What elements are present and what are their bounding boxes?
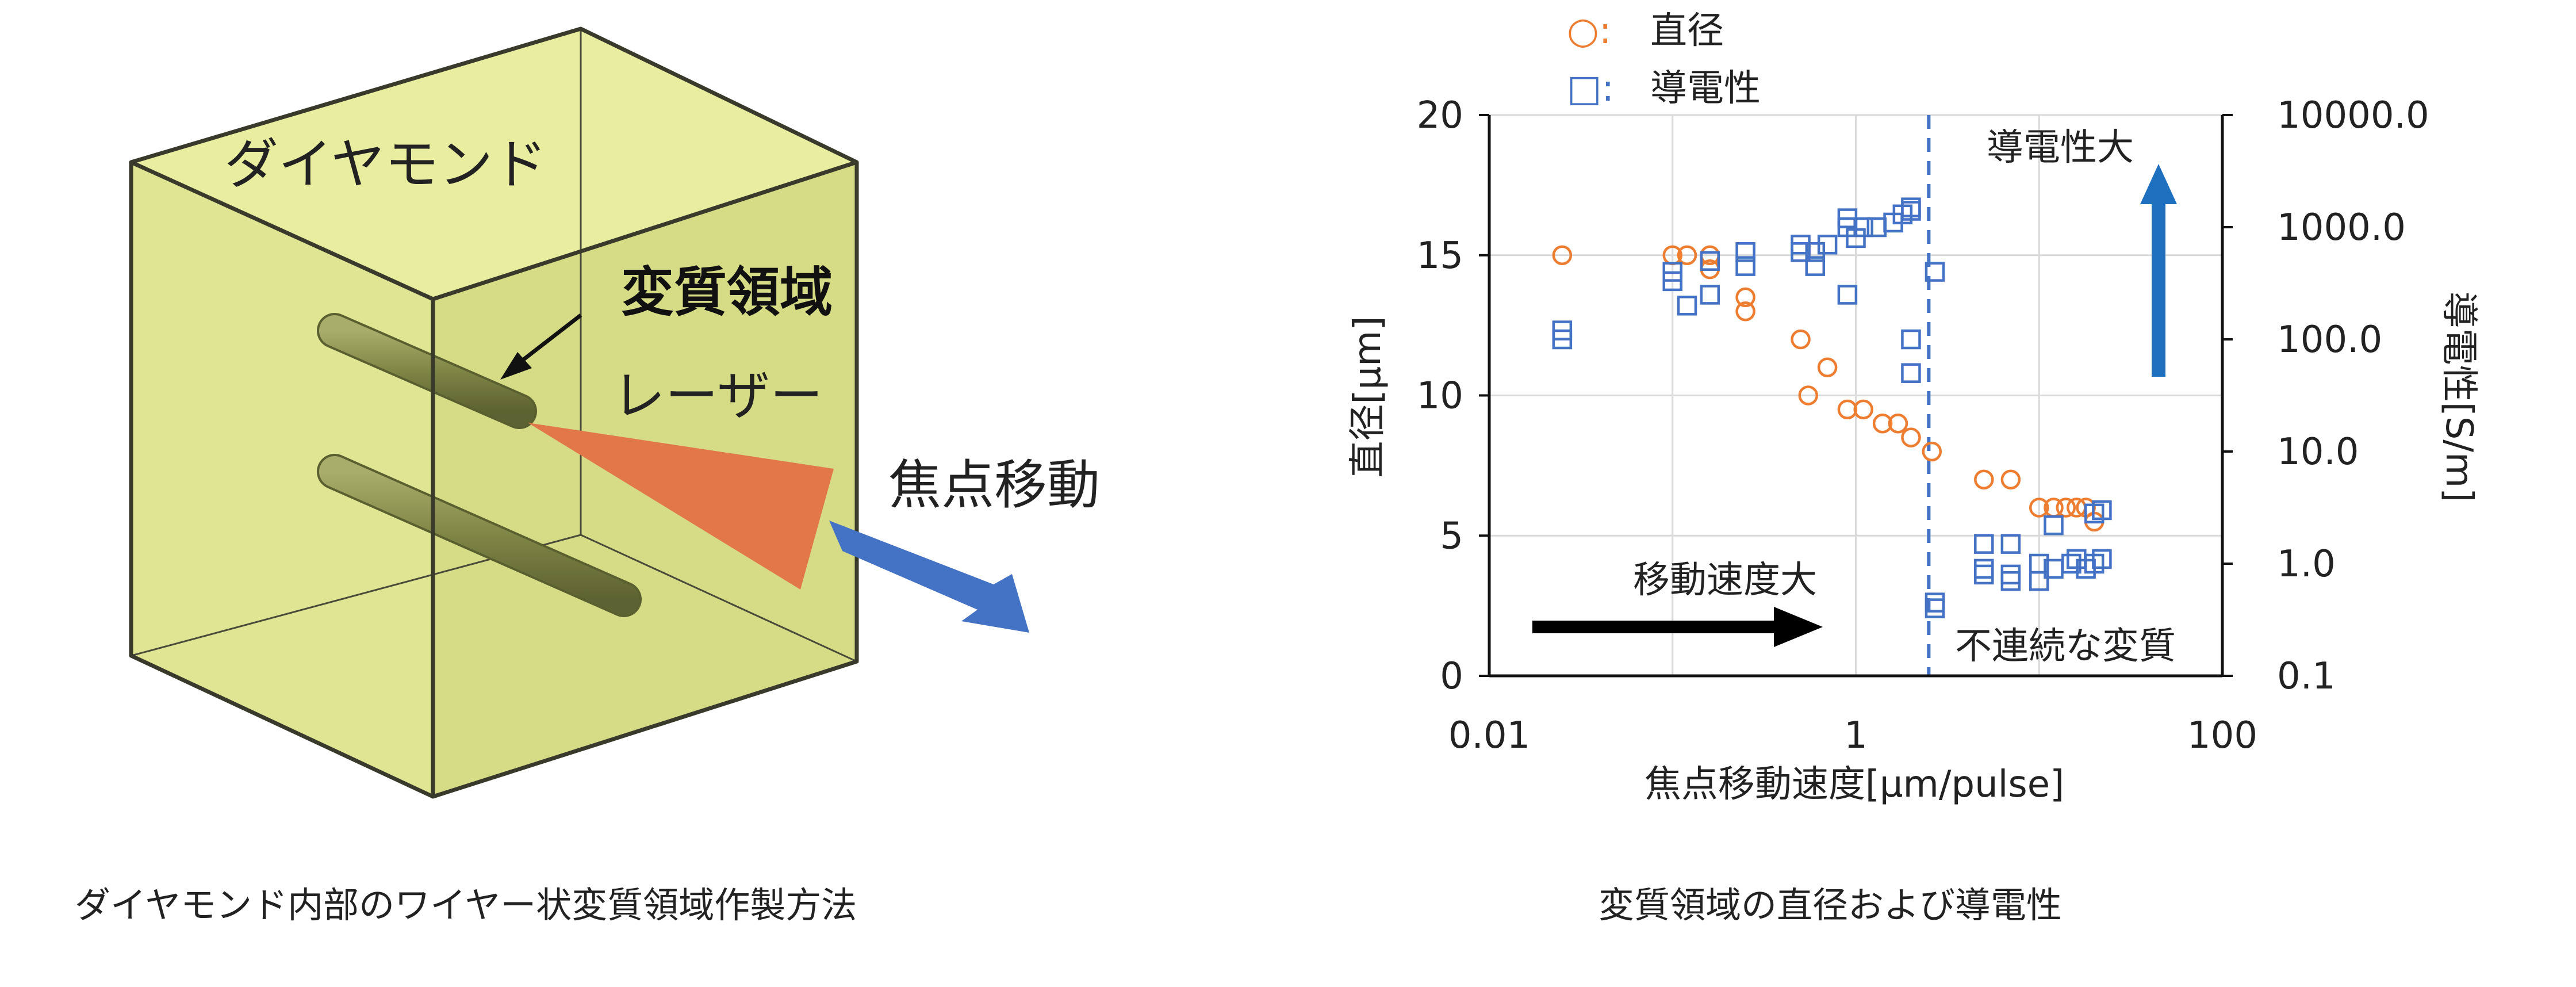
y-tick-label: 15	[1417, 235, 1463, 277]
scatter-chart: ○: 直径 □: 導電性 051015200.11.010.0100.01000…	[1347, 10, 2480, 926]
legend-marker-diameter: ○:	[1567, 10, 1611, 52]
conductivity-point	[1552, 320, 1573, 341]
modified-region-rod-upper	[317, 313, 537, 429]
laser-beam-cone	[528, 423, 834, 590]
y-axis-title: 直径[μm]	[1347, 316, 1389, 478]
conductivity-point	[1901, 201, 1921, 221]
conductivity-point	[1817, 234, 1838, 255]
conductivity-point	[2092, 500, 2112, 521]
conductivity-arrow	[2140, 164, 2177, 377]
conductivity-point	[1901, 363, 1921, 383]
x-axis-title: 焦点移動速度[μm/pulse]	[1644, 763, 2064, 806]
conductivity-point	[1925, 592, 1945, 613]
block-front-face	[131, 162, 433, 797]
conductivity-point	[1735, 256, 1755, 276]
x-tick-label: 0.01	[1448, 714, 1531, 757]
modified-region-label: 変質領域	[621, 262, 833, 323]
diameter-point	[1888, 414, 1908, 434]
diameter-point	[2000, 469, 2021, 489]
legend-marker-conductivity: □:	[1567, 67, 1614, 110]
diameter-point	[1735, 301, 1755, 322]
laser-label: レーザー	[612, 365, 823, 427]
conductivity-point	[2044, 515, 2064, 535]
conductivity-point	[1974, 534, 1994, 554]
conductivity-point	[1700, 251, 1720, 271]
focus-movement-arrow	[829, 521, 1029, 633]
conductivity-point	[2000, 534, 2021, 554]
chart-marks	[1552, 197, 2112, 618]
diamond-block-diagram: ダイヤモンド 変質領域 レーザー 焦点移動 ダイヤモンド内部のワイヤー状変質領域…	[75, 26, 1100, 926]
x-tick-label: 1	[1844, 714, 1868, 757]
y2-tick-label: 10.0	[2277, 431, 2359, 473]
conductivity-point	[2061, 553, 2082, 574]
legend-label-conductivity: 導電性	[1650, 67, 1761, 110]
y2-tick-label: 10000.0	[2277, 94, 2429, 137]
y2-axis-title: 導電性[S/m]	[2437, 292, 2480, 502]
y2-tick-label: 100.0	[2277, 319, 2382, 361]
y-tick-label: 5	[1440, 515, 1463, 557]
discontinuous-label: 不連続な変質	[1955, 625, 2176, 668]
conductivity-arrow-label: 導電性大	[1987, 127, 2134, 169]
diamond-label: ダイヤモンド	[224, 133, 547, 196]
block-top-face	[131, 29, 857, 299]
speed-arrow-label: 移動速度大	[1633, 559, 1817, 602]
y-tick-label: 20	[1417, 94, 1463, 137]
speed-arrow	[1532, 607, 1823, 647]
chart-tick-labels: 0 5 10 15 20 0.1 1.0 10.0 100.0 1000.0 10000.0 0.01…	[1417, 94, 2429, 757]
right-caption: 変質領域の直径および導電性	[1598, 884, 2062, 926]
conductivity-point	[2029, 571, 2049, 591]
diameter-point	[1901, 427, 1921, 447]
diameter-point	[1677, 245, 1697, 265]
y2-tick-label: 1000.0	[2277, 206, 2406, 249]
y-tick-label: 0	[1440, 655, 1463, 698]
focus-movement-label: 焦点移動	[888, 454, 1100, 516]
y2-tick-label: 1.0	[2277, 543, 2336, 586]
conductivity-point	[1805, 256, 1826, 276]
conductivity-point	[1662, 262, 1682, 282]
x-tick-label: 100	[2187, 714, 2257, 757]
conductivity-point	[2092, 549, 2112, 569]
plot-frame	[1488, 115, 2224, 678]
left-caption: ダイヤモンド内部のワイヤー状変質領域作製方法	[75, 884, 857, 926]
conductivity-point	[2000, 571, 2021, 591]
conductivity-point	[1837, 285, 1858, 305]
diameter-point	[2056, 498, 2076, 518]
diameter-point	[1872, 414, 1893, 434]
diameter-point	[1798, 385, 1818, 405]
diameter-point	[1974, 469, 1994, 489]
conductivity-point	[1925, 262, 1945, 282]
diameter-point	[1735, 287, 1755, 308]
y2-tick-label: 0.1	[2277, 655, 2336, 698]
conductivity-point	[1853, 217, 1873, 238]
diameter-point	[1817, 357, 1838, 377]
modified-region-rod-lower	[317, 454, 642, 617]
conductivity-point	[1901, 329, 1921, 350]
diameter-point	[1552, 245, 1573, 265]
chart-legend: ○: 直径 □: 導電性	[1567, 10, 1761, 110]
conductivity-point	[1735, 242, 1755, 262]
conductivity-point	[1974, 564, 1994, 585]
diameter-point	[1791, 329, 1811, 350]
y-tick-label: 10	[1417, 375, 1463, 418]
conductivity-point	[1677, 296, 1697, 316]
conductivity-point	[1700, 285, 1720, 305]
diameter-point	[1853, 399, 1873, 420]
block-edges	[129, 26, 859, 799]
region-pointer-arrow	[500, 313, 582, 380]
legend-label-diameter: 直径	[1650, 10, 1724, 52]
diameter-point	[1922, 441, 1942, 462]
diameter-point	[2029, 498, 2049, 518]
